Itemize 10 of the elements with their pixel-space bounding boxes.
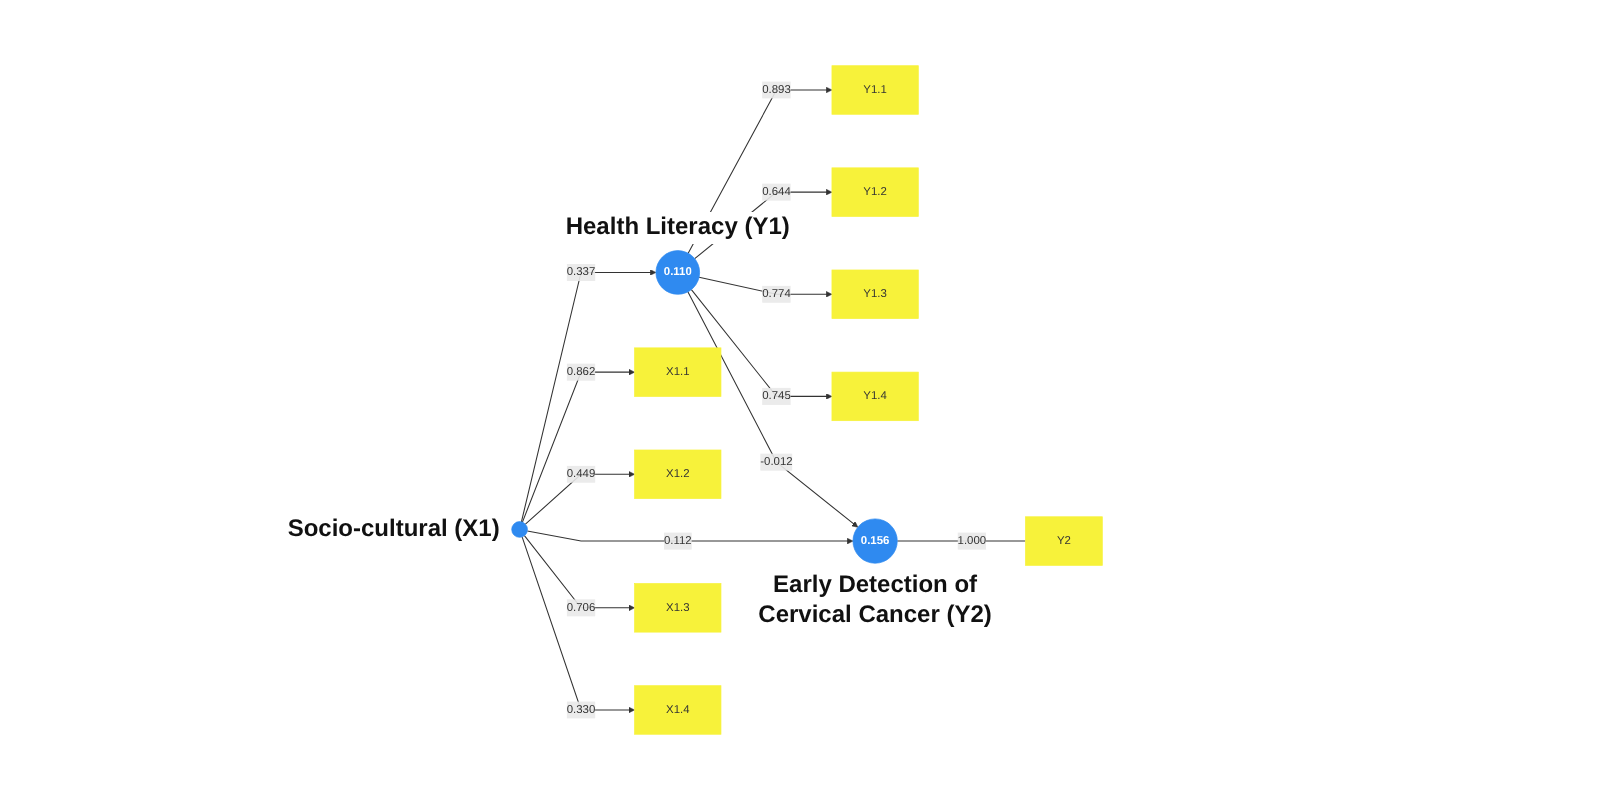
arrow	[690, 289, 833, 400]
arrow	[687, 291, 859, 528]
arrow	[521, 369, 635, 523]
arrow	[524, 471, 635, 525]
arrow	[520, 269, 657, 523]
arrow	[698, 276, 833, 298]
arrow	[526, 530, 854, 545]
node-circle	[511, 521, 528, 538]
arrow	[523, 535, 635, 611]
arrow	[521, 536, 635, 714]
